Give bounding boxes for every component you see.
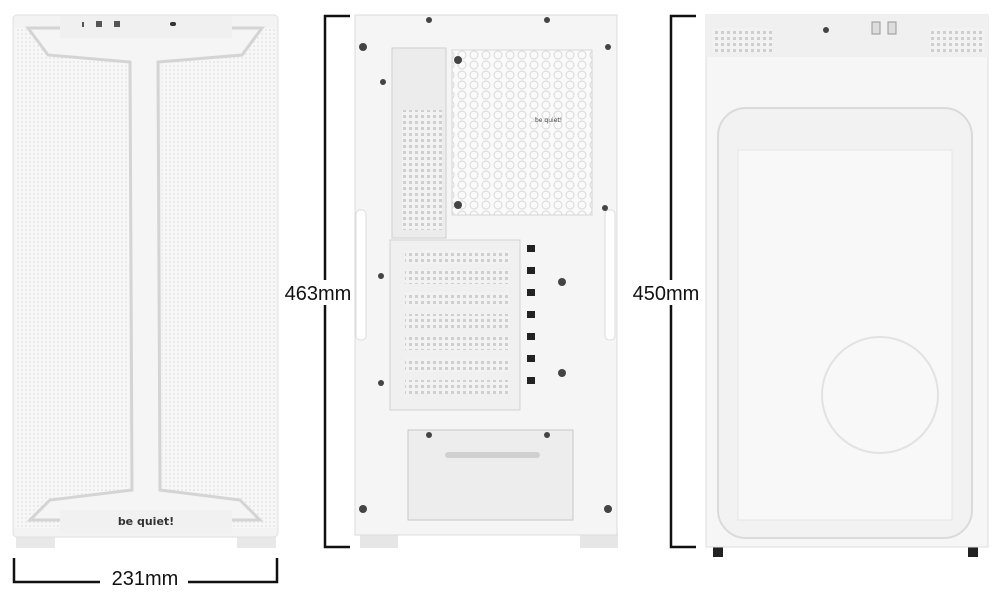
side-top-vent-left	[712, 28, 772, 52]
rear-psu-opening	[407, 429, 574, 521]
rear-view-case: be quiet!	[354, 14, 618, 548]
side-height-label: 450mm	[633, 283, 700, 305]
front-io-panel	[60, 16, 232, 38]
usbc-port-icon	[170, 22, 176, 26]
usb-port-icon	[114, 21, 120, 27]
rear-screw-icons	[359, 17, 612, 513]
front-mesh-left	[15, 28, 129, 528]
side-fan	[821, 336, 939, 454]
io-port-icon	[82, 22, 84, 27]
side-height-dimension: 450mm	[633, 14, 700, 549]
front-foot-left	[16, 535, 55, 548]
side-view-case	[705, 14, 989, 557]
side-top-vent-right	[930, 28, 985, 52]
rear-fan-grille	[451, 49, 593, 216]
front-logo: be quiet!	[118, 515, 174, 528]
power-button-icon	[823, 27, 829, 33]
usb-port-icon	[96, 21, 102, 27]
width-dimension: 231mm	[12, 558, 279, 590]
front-mesh-right	[162, 28, 276, 528]
width-label: 231mm	[112, 568, 179, 590]
rear-height-dimension: 463mm	[285, 14, 352, 549]
rear-height-label: 463mm	[285, 283, 352, 305]
front-foot-right	[237, 535, 276, 548]
front-view-case: be quiet!	[12, 14, 279, 548]
rear-fan-logo: be quiet!	[535, 117, 562, 124]
